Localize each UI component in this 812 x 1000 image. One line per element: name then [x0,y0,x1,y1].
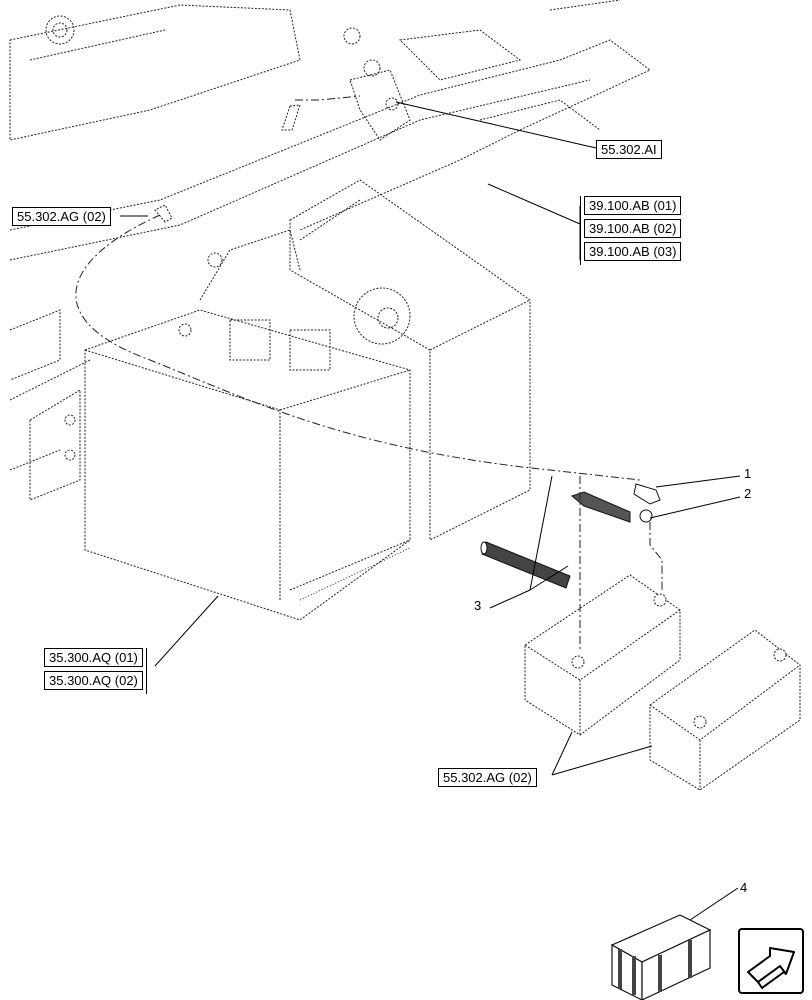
callout-3: 3 [474,598,482,613]
ref-39-100-ab-03[interactable]: 39.100.AB (03) [584,242,682,261]
ref-55-302-ag-bottom[interactable]: 55.302.AG (02) [438,768,537,787]
battery-box-front [84,309,411,621]
mounting-bracket [349,69,411,141]
ref-group-35-300-aq: 35.300.AQ (01) 35.300.AQ (02) [44,648,147,694]
battery-box-rear [289,179,531,541]
ref-55-302-ag-top[interactable]: 55.302.AG (02) [12,207,111,226]
ref-39-100-ab-01[interactable]: 39.100.AB (01) [584,196,682,215]
callout-1: 1 [744,466,752,481]
battery-2 [649,629,801,791]
ref-55-302-ai[interactable]: 55.302.AI [596,140,662,159]
ref-35-300-aq-02[interactable]: 35.300.AQ (02) [44,671,143,690]
ref-35-300-aq-01[interactable]: 35.300.AQ (01) [44,648,143,667]
item-1-cable-lug [633,483,661,505]
battery-1 [524,574,681,736]
next-page-button[interactable] [738,928,804,994]
ref-group-39-100-ab: 39.100.AB (01) 39.100.AB (02) 39.100.AB … [580,196,682,265]
chassis-frame [9,4,301,141]
next-page-arrow-icon [747,947,795,989]
callout-4: 4 [740,880,748,895]
crate-icon [610,914,712,1000]
cap [353,287,411,345]
callout-2: 2 [744,486,752,501]
ref-39-100-ab-02[interactable]: 39.100.AB (02) [584,219,682,238]
item-2-cable [570,491,653,523]
item-3-sleeve [480,541,571,589]
